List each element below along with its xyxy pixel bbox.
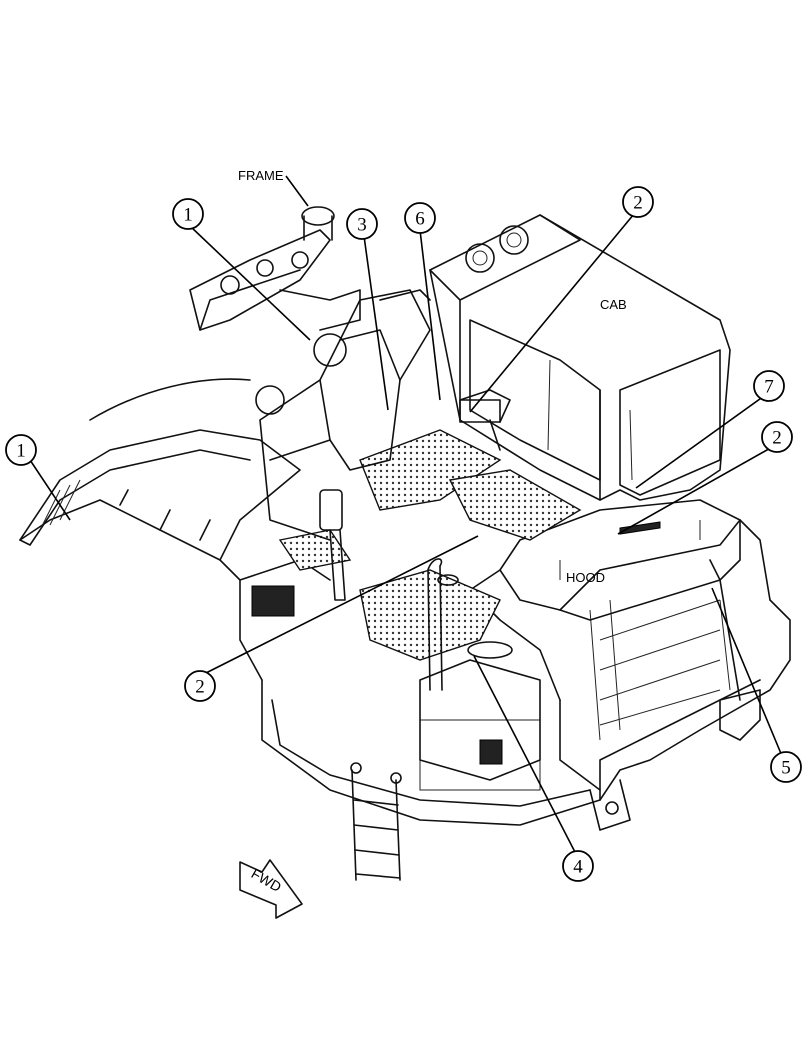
counterweight <box>261 599 791 826</box>
callout-leaders <box>29 213 783 855</box>
ladder <box>350 762 402 881</box>
cab-label: CAB <box>600 297 627 312</box>
handrail <box>419 558 541 781</box>
upper-frame <box>255 289 431 601</box>
access-decks <box>278 429 582 661</box>
frame-linkage <box>189 206 431 331</box>
rear-bumper <box>589 559 761 831</box>
callout-1-left-text: 1 <box>16 441 26 462</box>
callout-1-left: 1 <box>5 434 37 466</box>
callout-2-lower: 2 <box>184 670 216 702</box>
callout-2-hood-text: 2 <box>772 428 782 449</box>
cab <box>429 214 731 501</box>
callout-3: 3 <box>346 208 378 240</box>
callout-2-cab: 2 <box>622 186 654 218</box>
callout-2-lower-text: 2 <box>195 677 205 698</box>
callout-7: 7 <box>753 370 785 402</box>
forward-arrow: FWD <box>239 859 303 919</box>
callout-6: 6 <box>404 202 436 234</box>
callout-7-text: 7 <box>764 377 774 398</box>
callout-1-frame: 1 <box>172 198 204 230</box>
callout-4: 4 <box>562 850 594 882</box>
callout-5: 5 <box>770 751 802 783</box>
callout-4-text: 4 <box>573 857 583 878</box>
callout-3-text: 3 <box>357 215 367 236</box>
frame-leader <box>285 175 309 207</box>
callout-5-text: 5 <box>781 758 791 779</box>
hood-label: HOOD <box>566 570 605 585</box>
frame-label: FRAME <box>238 168 284 183</box>
callout-2-hood: 2 <box>761 421 793 453</box>
fwd-label: FWD <box>249 865 285 895</box>
left-body <box>19 378 331 681</box>
callout-2-cab-text: 2 <box>633 193 643 214</box>
hood <box>469 499 771 701</box>
callout-6-text: 6 <box>415 209 425 230</box>
callout-1-frame-text: 1 <box>183 205 193 226</box>
